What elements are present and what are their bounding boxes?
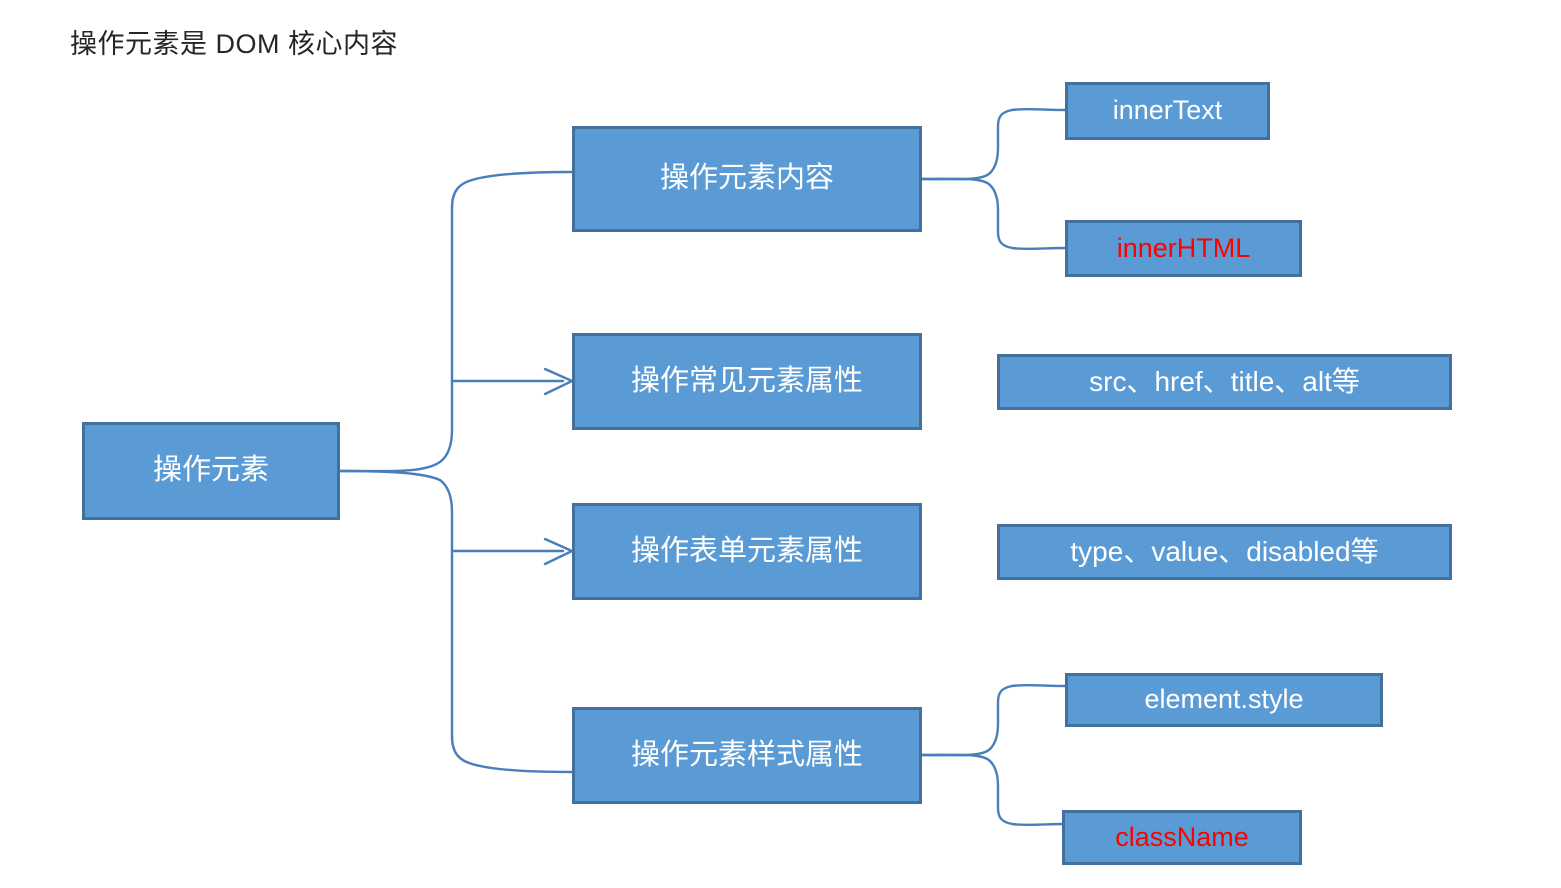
root-brace-connector (338, 170, 574, 473)
node-leaf-element-style-label: element.style (1144, 684, 1304, 715)
node-root[interactable]: 操作元素 (82, 422, 340, 520)
node-branch-form-attributes-label: 操作表单元素属性 (630, 534, 863, 567)
node-leaf-innerhtml-label: innerHTML (1116, 232, 1251, 263)
node-leaf-innertext[interactable]: innerText (1065, 82, 1270, 140)
node-branch-style-attributes-label: 操作元素样式属性 (630, 738, 863, 771)
node-branch-content-label: 操作元素内容 (659, 162, 834, 195)
arrow-head-form-attributes (543, 537, 574, 566)
node-branch-form-attributes[interactable]: 操作表单元素属性 (572, 503, 922, 600)
content-brace-connector (920, 107, 1067, 181)
node-branch-common-attributes[interactable]: 操作常见元素属性 (572, 333, 922, 430)
node-leaf-classname[interactable]: className (1062, 810, 1302, 865)
style-brace-connector (920, 683, 1067, 757)
node-root-label: 操作元素 (152, 454, 269, 487)
node-branch-style-attributes[interactable]: 操作元素样式属性 (572, 707, 922, 804)
node-leaf-element-style[interactable]: element.style (1065, 673, 1383, 727)
node-leaf-innertext-label: innerText (1112, 95, 1223, 126)
node-leaf-common-attributes-label: src、href、title、alt等 (1089, 365, 1360, 397)
node-branch-content[interactable]: 操作元素内容 (572, 126, 922, 232)
node-leaf-innerhtml[interactable]: innerHTML (1065, 220, 1302, 277)
root-brace-connector-lower (338, 469, 574, 774)
node-leaf-common-attributes[interactable]: src、href、title、alt等 (997, 354, 1452, 410)
node-leaf-classname-label: className (1115, 821, 1249, 852)
node-leaf-form-attributes[interactable]: type、value、disabled等 (997, 524, 1452, 580)
page-title: 操作元素是 DOM 核心内容 (70, 29, 398, 59)
node-branch-common-attributes-label: 操作常见元素属性 (630, 364, 863, 397)
node-leaf-form-attributes-label: type、value、disabled等 (1070, 535, 1379, 567)
content-brace-connector-lower (920, 177, 1067, 251)
arrow-head-common-attributes (543, 367, 574, 396)
style-brace-connector-lower (920, 753, 1067, 827)
